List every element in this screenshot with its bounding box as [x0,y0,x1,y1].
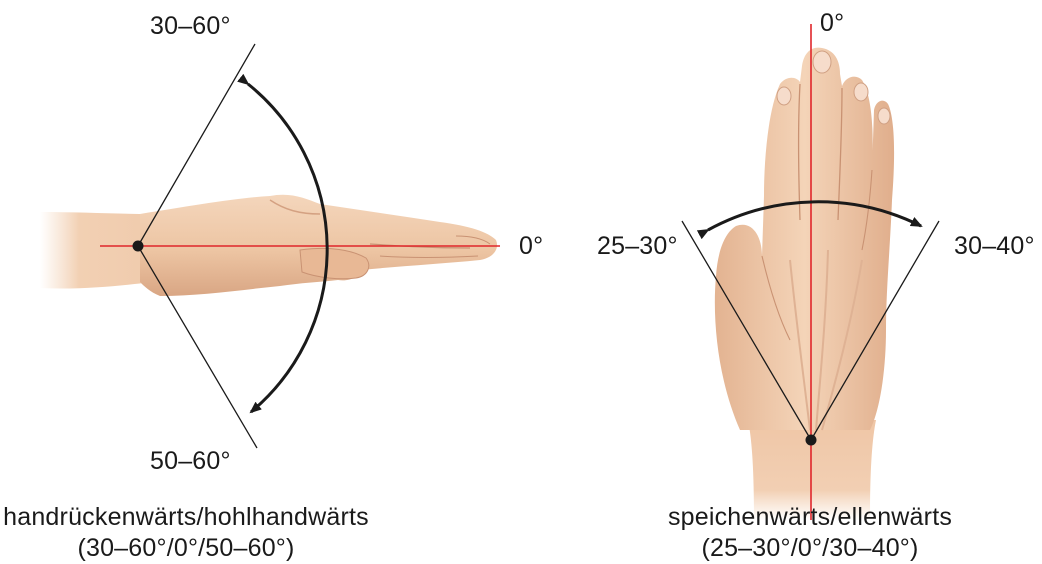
caption-left: handrückenwärts/hohlhandwärts (30–60°/0°… [0,502,372,564]
caption-left-title: handrückenwärts/hohlhandwärts [0,502,372,533]
flexion-extension-geometry [100,44,500,448]
angle-label-ulnar: 30–40° [954,231,1035,261]
caption-right-title: speichenwärts/ellenwärts [640,502,980,533]
pivot-point [133,241,144,252]
angle-label-zero-right: 0° [820,8,844,38]
pivot-point [806,435,817,446]
angle-label-flexion: 50–60° [150,446,231,476]
hand-dorsal-view [715,48,894,520]
angle-label-zero-left: 0° [519,231,543,261]
angle-label-extension: 30–60° [150,11,231,41]
hand-back-illustration [715,48,894,430]
caption-right: speichenwärts/ellenwärts (25–30°/0°/30–4… [640,502,980,564]
caption-right-values: (25–30°/0°/30–40°) [640,533,980,564]
caption-left-values: (30–60°/0°/50–60°) [0,533,372,564]
angle-label-radial: 25–30° [597,231,678,261]
